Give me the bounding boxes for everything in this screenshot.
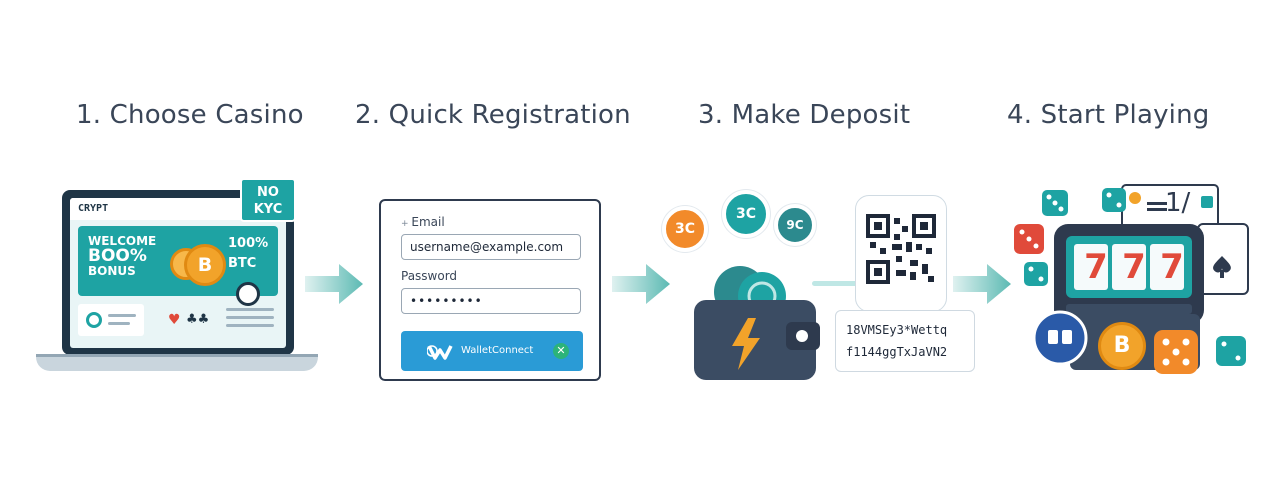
qr-code-card[interactable]: [855, 195, 947, 312]
poker-chip-icon: [1032, 310, 1088, 366]
ticket-text: 1/: [1165, 188, 1191, 218]
menu-line: [226, 324, 274, 327]
offer-percent: 100%: [228, 236, 269, 251]
address-line-1: 18VMSEy3*Wettq: [846, 323, 948, 337]
dice-icon: [1024, 262, 1048, 286]
cursor-icon: [236, 282, 260, 306]
text-line: [108, 314, 136, 317]
connector-line: [812, 281, 858, 286]
walletconnect-button[interactable]: WalletConnect ✕: [401, 331, 583, 371]
dice-icon: [1154, 330, 1198, 374]
badge-line-1: NO: [257, 185, 279, 200]
email-field[interactable]: username@example.com: [401, 234, 581, 260]
bonus-label: BONUS: [88, 264, 136, 278]
password-label: Password: [401, 269, 458, 283]
crypto-coin-bubble: 9C: [774, 204, 816, 246]
heart-icon: ♥: [168, 312, 181, 328]
menu-line: [226, 308, 274, 311]
step-2-title: 2. Quick Registration: [355, 100, 631, 130]
casino-brand: CRYPT: [78, 203, 109, 214]
check-icon: ✕: [553, 343, 569, 359]
address-line-2: f1144ggTxJaVN2: [846, 345, 948, 359]
dice-icon: [1216, 336, 1246, 366]
arrow-right-icon: [953, 264, 1011, 304]
text-line: [108, 322, 130, 325]
welcome-text: WELCOME BOO% BONUS: [88, 234, 156, 279]
chips-icon: ♣♣: [186, 312, 210, 327]
wallet-address-card[interactable]: 18VMSEy3*Wettq f1144ggTxJaVN2: [835, 310, 975, 372]
offer-currency: BTC: [228, 256, 257, 271]
bitcoin-coin-icon: B: [1098, 322, 1146, 370]
password-field[interactable]: •••••••••: [401, 288, 581, 314]
laptop-base: [36, 354, 318, 371]
qr-code-icon: [866, 214, 936, 284]
arrow-right-icon: [612, 264, 670, 304]
dice-icon: [1014, 224, 1044, 254]
casino-site: CRYPT WELCOME BOO% BONUS 100% BTC B: [70, 198, 286, 348]
logo-icon: [86, 312, 102, 328]
welcome-label: WELCOME: [88, 234, 157, 248]
dice-icon: [1102, 188, 1126, 212]
badge-line-2: KYC: [253, 202, 283, 217]
email-label: + Email: [401, 215, 445, 229]
arrow-right-icon: [305, 264, 363, 304]
site-header: CRYPT: [70, 198, 286, 220]
walletconnect-logo-icon: [427, 345, 453, 360]
menu-line: [226, 316, 274, 319]
walletconnect-label: WalletConnect: [461, 345, 534, 356]
welcome-banner: WELCOME BOO% BONUS 100% BTC B: [78, 226, 278, 296]
reel-3: 7: [1160, 247, 1184, 287]
step-1-title: 1. Choose Casino: [76, 100, 304, 130]
btc-offer: 100% BTC: [228, 234, 268, 274]
bitcoin-coin-icon: B: [184, 244, 226, 286]
dice-icon: [1042, 190, 1068, 216]
bonus-percent: BOO%: [88, 246, 147, 266]
step-4-title: 4. Start Playing: [1007, 100, 1210, 130]
crypto-coin-bubble: 3C: [722, 190, 770, 238]
wallet-icon: [694, 266, 820, 380]
reel-2: 7: [1122, 247, 1146, 287]
step-3-title: 3. Make Deposit: [698, 100, 911, 130]
promo-tile[interactable]: [78, 304, 144, 336]
reel-1: 7: [1084, 247, 1108, 287]
crypto-coin-bubble: 3C: [662, 206, 708, 252]
registration-form: + Email username@example.com Password ••…: [379, 199, 601, 381]
no-kyc-badge: NO KYC: [240, 178, 296, 222]
